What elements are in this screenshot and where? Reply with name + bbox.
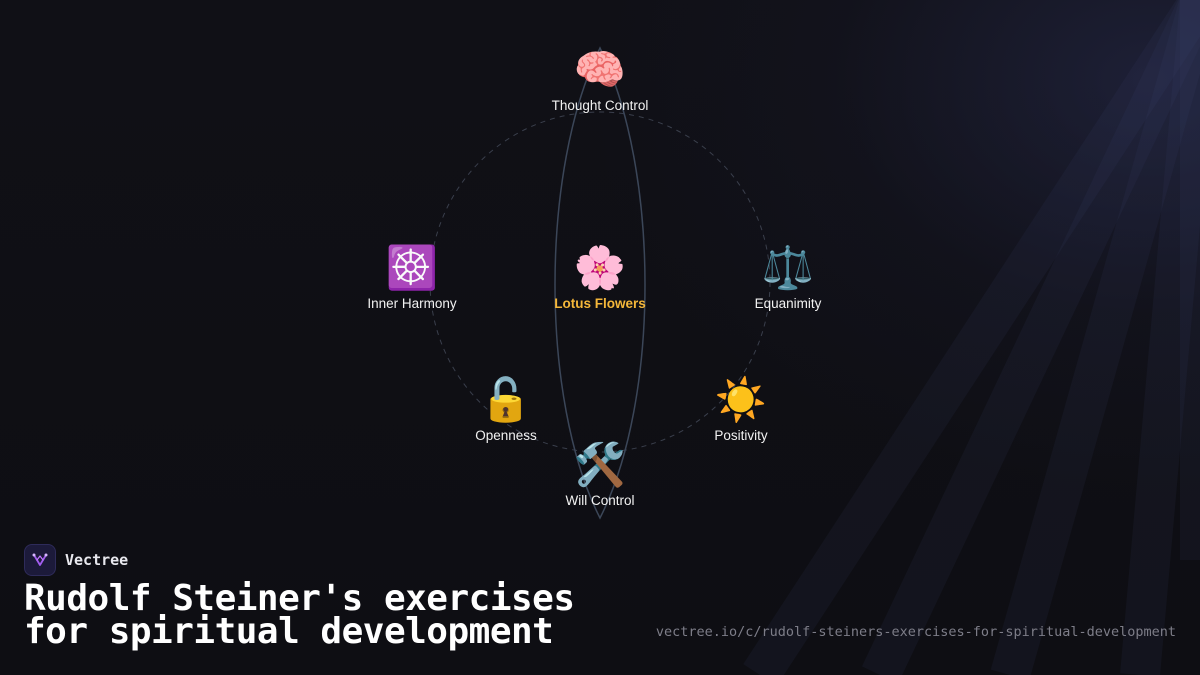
vectree-logo-icon xyxy=(24,544,56,576)
brand-name: Vectree xyxy=(65,551,129,569)
node-label: Openness xyxy=(475,428,537,443)
node-label: Positivity xyxy=(714,428,768,443)
dharma-wheel-icon: ☸️ xyxy=(385,243,439,292)
lotus-icon: 🌸 xyxy=(573,243,627,292)
center-label: Lotus Flowers xyxy=(554,296,646,311)
vertical-lens xyxy=(554,46,646,520)
node-label: Will Control xyxy=(565,493,635,508)
node-openness[interactable]: 🔓 Openness xyxy=(416,375,596,444)
node-positivity[interactable]: ☀️ Positivity xyxy=(651,375,831,444)
hammer-and-wrench-icon: 🛠️ xyxy=(573,440,627,489)
title-line-2: for spiritual development xyxy=(24,611,554,652)
title-line-1: Rudolf Steiner's exercises xyxy=(24,578,575,619)
unlocked-padlock-icon: 🔓 xyxy=(479,375,533,424)
node-inner-harmony[interactable]: ☸️ Inner Harmony xyxy=(322,243,502,312)
node-equanimity[interactable]: ⚖️ Equanimity xyxy=(698,243,878,312)
node-thought-control[interactable]: 🧠 Thought Control xyxy=(510,45,690,114)
brain-icon: 🧠 xyxy=(573,45,627,94)
balance-scale-icon: ⚖️ xyxy=(761,243,815,292)
node-will-control[interactable]: 🛠️ Will Control xyxy=(510,440,690,509)
page-title: Rudolf Steiner's exercises for spiritual… xyxy=(24,578,575,652)
brand[interactable]: Vectree xyxy=(24,544,128,576)
orbit-circle xyxy=(429,111,771,453)
source-url[interactable]: vectree.io/c/rudolf-steiners-exercises-f… xyxy=(655,624,1176,640)
node-label: Equanimity xyxy=(754,296,822,311)
sun-icon: ☀️ xyxy=(714,375,768,424)
node-lotus-flowers-center[interactable]: 🌸 Lotus Flowers xyxy=(510,243,690,312)
node-label: Thought Control xyxy=(551,98,649,113)
node-label: Inner Harmony xyxy=(367,296,457,311)
